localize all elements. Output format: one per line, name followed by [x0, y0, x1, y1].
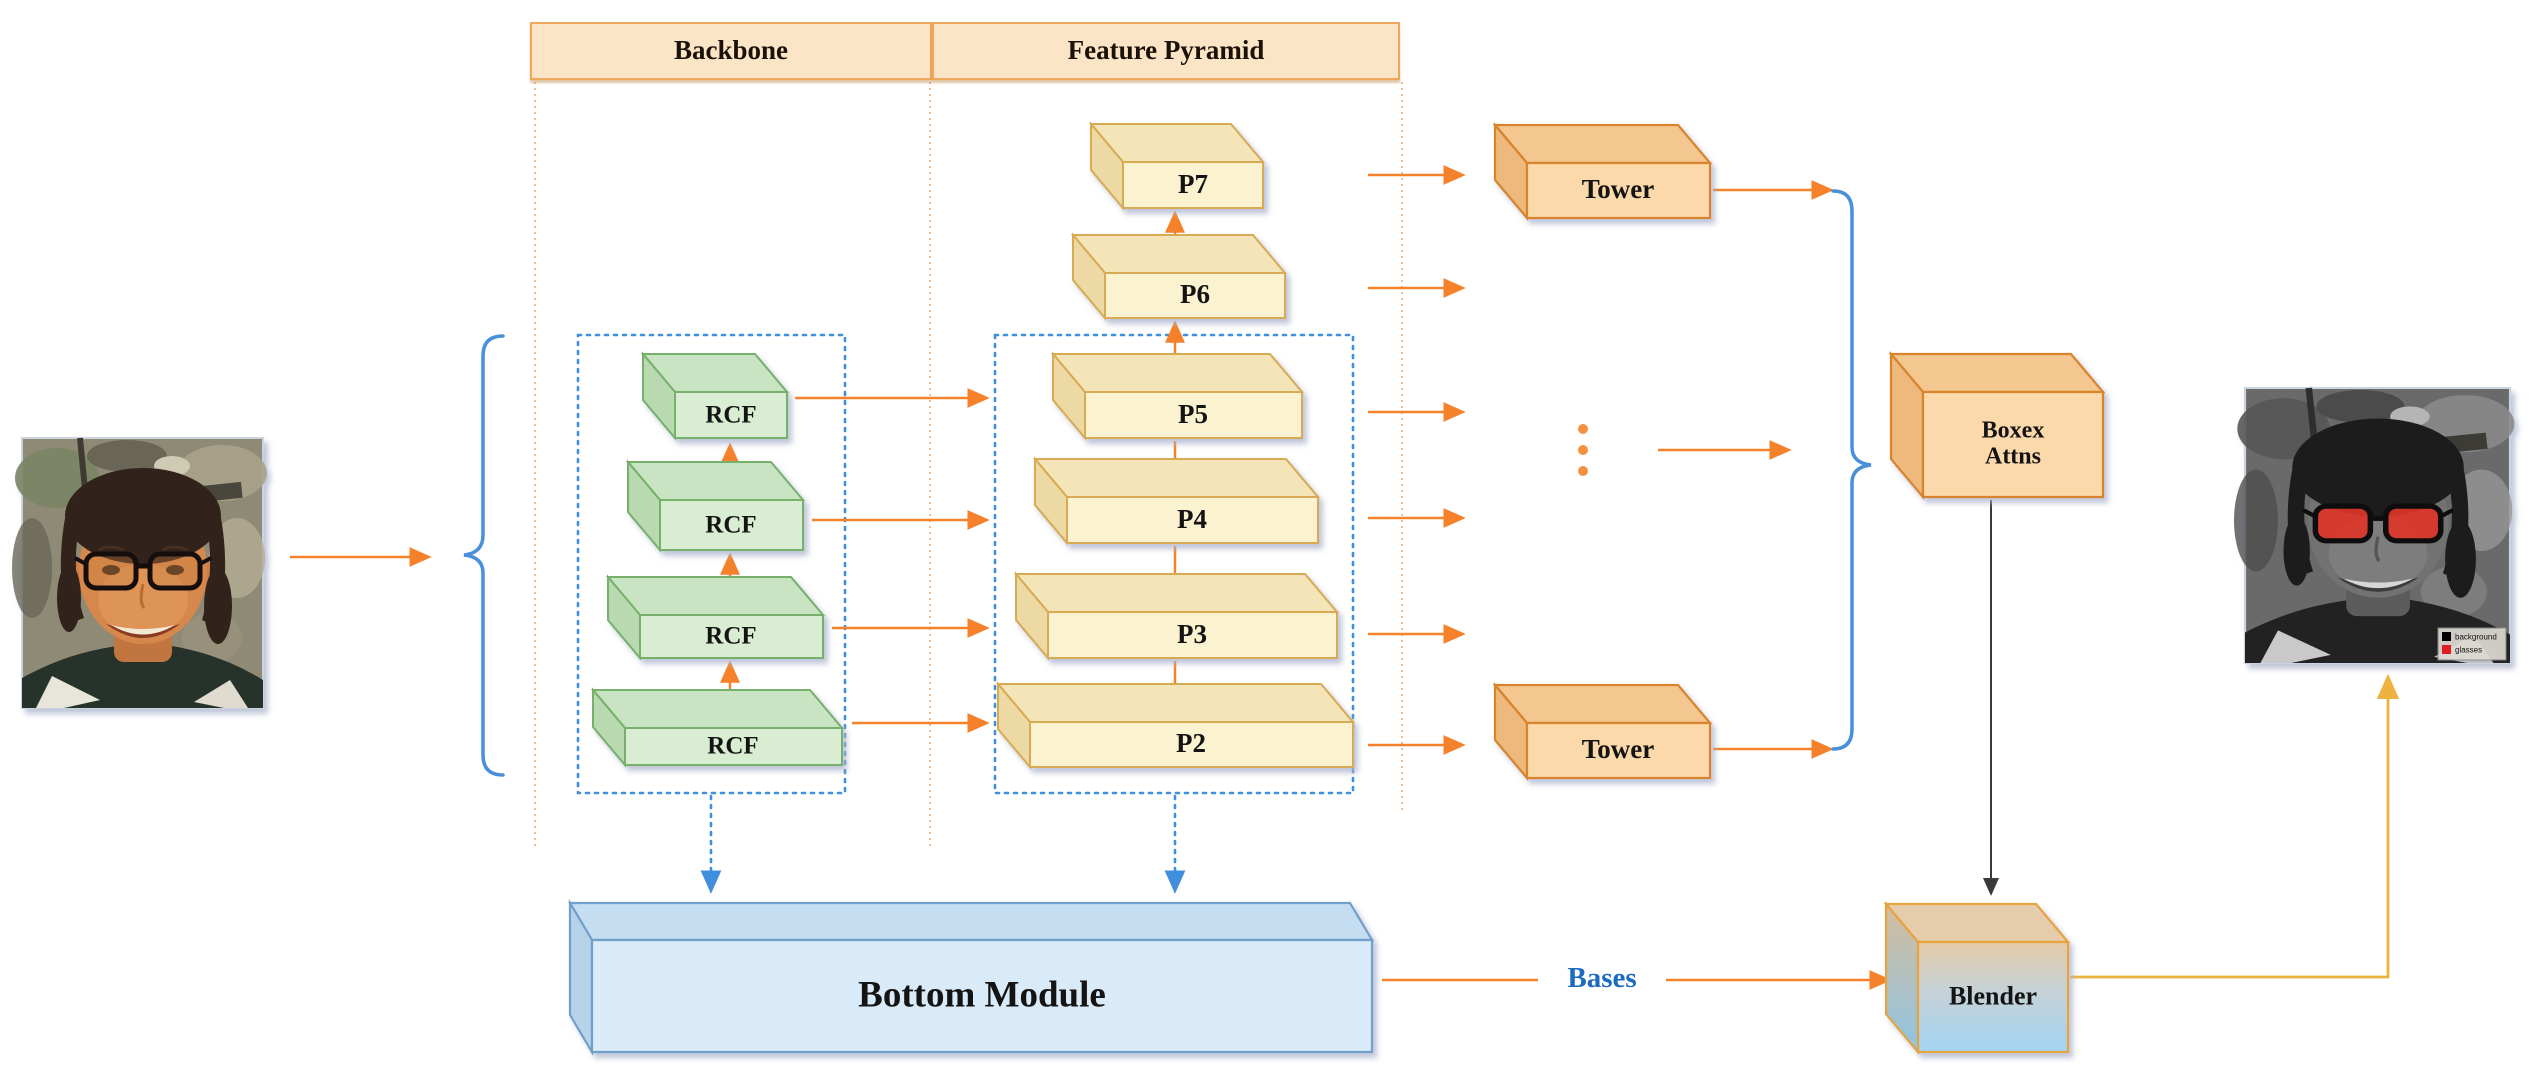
input-image [12, 437, 267, 709]
input-collar-right [194, 680, 248, 708]
towers-brace [1831, 189, 1872, 751]
output-glasses-mask [2302, 503, 2454, 544]
input-collar-left [36, 676, 100, 708]
header-feature-pyramid-cell [932, 22, 1400, 80]
rcf-block-4 [590, 687, 845, 768]
dashed-arrows-to-bottom-module [700, 794, 1186, 894]
rcf-block-2 [625, 459, 806, 553]
legend-background-swatch [2442, 632, 2451, 641]
pyramid-block-p3 [1013, 571, 1340, 661]
input-glasses [74, 551, 212, 591]
rcf-block-1 [640, 351, 790, 441]
bottom-module-block [568, 898, 1374, 1057]
backbone-dashed-box [576, 333, 847, 795]
legend-glasses-swatch [2442, 645, 2451, 654]
output-legend [2437, 627, 2507, 661]
header-backbone-cell [530, 22, 932, 80]
rcf-block-3 [605, 574, 826, 661]
blender-block [1883, 900, 2071, 1056]
column-guide-lines [534, 82, 1403, 848]
pyramid-block-p5 [1050, 351, 1305, 441]
input-teeth [111, 625, 175, 635]
input-hair [57, 468, 232, 644]
pyramid-block-p7 [1088, 121, 1266, 211]
boxes-attns-block [1888, 350, 2106, 501]
tower-block-bottom [1492, 681, 1713, 782]
towers-ellipsis [1578, 424, 1588, 476]
output-image [2234, 386, 2515, 665]
tower-block-top [1492, 121, 1713, 222]
pyramid-block-p2 [995, 681, 1356, 770]
input-eyebrows [97, 545, 189, 552]
pyramid-block-p4 [1032, 456, 1321, 546]
output-hair [2283, 418, 2476, 598]
input-brace [463, 334, 505, 777]
pyramid-block-p6 [1070, 232, 1288, 321]
blender-output-path [2070, 673, 2400, 979]
input-nose [139, 583, 146, 609]
